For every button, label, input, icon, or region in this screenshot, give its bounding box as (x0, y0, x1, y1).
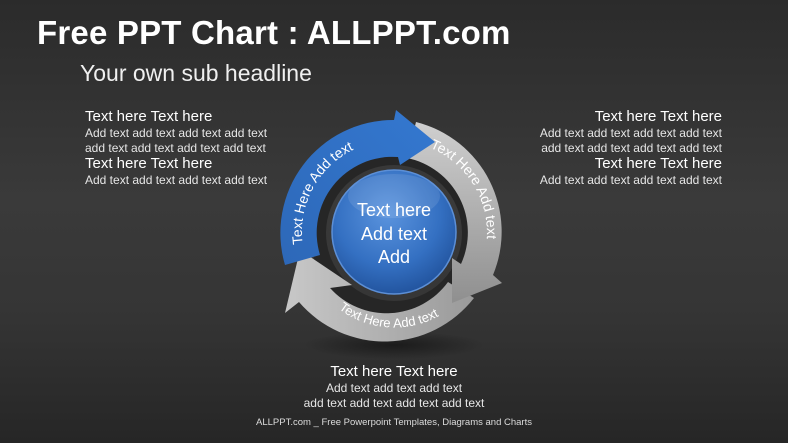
center-circle (331, 169, 457, 295)
bottom-heading: Text here Text here (330, 363, 458, 380)
center-text-line-3: Add (378, 247, 410, 267)
right-body-2-line-1: Add text add text add text add text (539, 173, 722, 187)
bottom-body-line-1: Add text add text add text (325, 381, 463, 395)
bottom-text-block: Text here Text here Add text add text ad… (0, 363, 788, 410)
left-text-block: Text here Text here Add text add text ad… (85, 108, 267, 188)
left-body-2-line-1: Add text add text add text add text (85, 173, 268, 187)
cycle-arrow-bottom (285, 250, 474, 342)
left-heading-1: Text here Text here (85, 108, 213, 125)
right-text-block: Text here Text here Add text add text ad… (540, 108, 722, 188)
left-body-1-line-1: Add text add text add text add text (85, 126, 268, 140)
cycle-arrow-left (280, 110, 435, 265)
right-heading-1: Text here Text here (594, 108, 722, 125)
center-text-line-1: Text here (357, 200, 431, 220)
cycle-arrow-right (407, 122, 502, 303)
footer-credit: ALLPPT.com _ Free Powerpoint Templates, … (256, 417, 532, 428)
page-subtitle: Your own sub headline (80, 60, 312, 86)
page-title: Free PPT Chart : ALLPPT.com (37, 14, 511, 51)
bottom-body-line-2: add text add text add text add text (303, 395, 485, 410)
right-heading-2: Text here Text here (594, 155, 722, 172)
center-text-line-2: Add text (361, 224, 427, 244)
left-heading-2: Text here Text here (85, 155, 213, 172)
left-body-1-line-2: add text add text add text add text (85, 140, 266, 155)
right-body-1-line-2: add text add text add text add text (541, 140, 722, 155)
ring-shadow (304, 331, 484, 359)
center-highlight (348, 174, 440, 218)
right-body-1-line-1: Add text add text add text add text (539, 126, 722, 140)
